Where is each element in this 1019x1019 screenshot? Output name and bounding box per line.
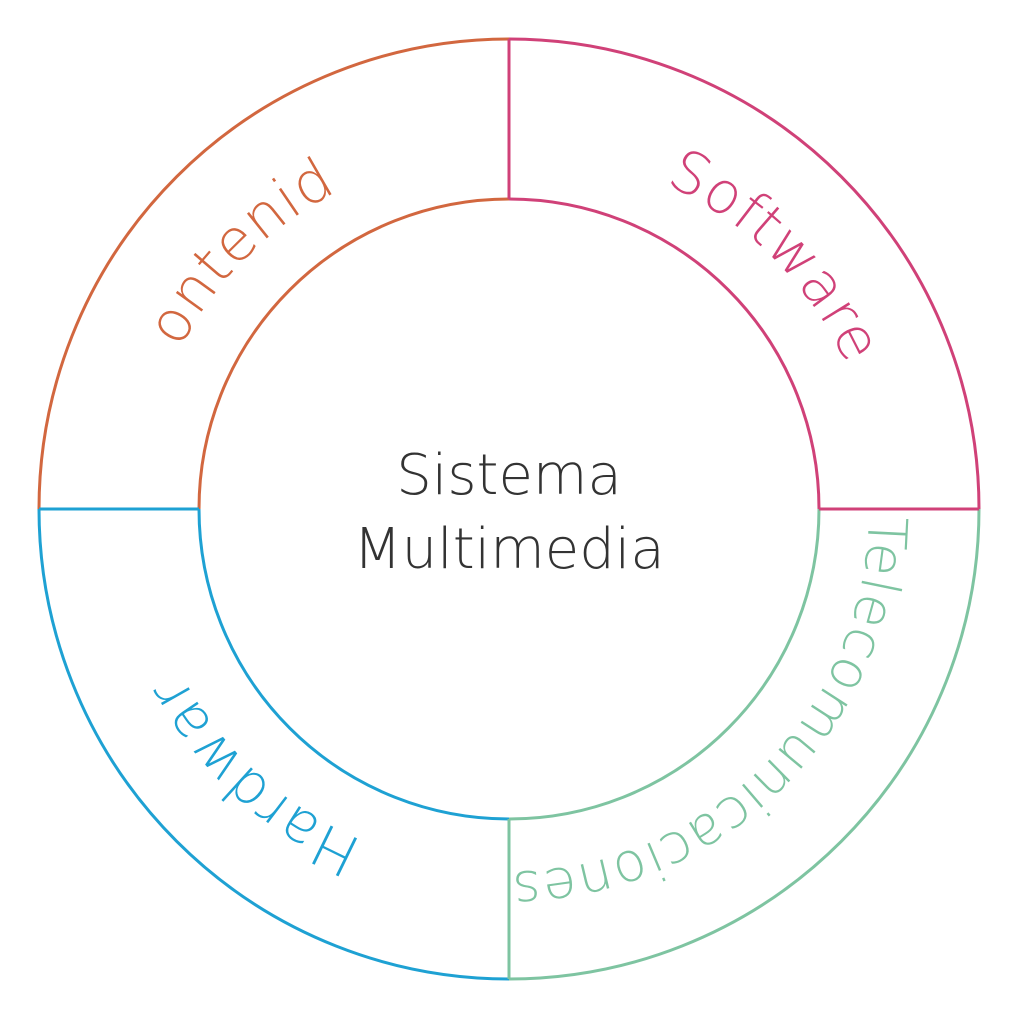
segment-label-contenido: Contenido [0,0,345,356]
segment-label-hardware: Hardware [0,0,369,890]
center-label-line2: Multimedia [353,517,664,582]
inner-arc-hardware [197,508,510,821]
inner-arc-software [508,197,821,510]
segment-label-software: Software [659,135,896,372]
outer-arc-software [508,37,981,510]
inner-arc-telecomunicaciones [508,508,821,821]
center-label-line1: Sistema [396,443,622,508]
outer-arc-hardware [37,508,510,981]
outer-arc-contenido [37,37,510,510]
outer-arc-telecomunicaciones [508,508,981,981]
inner-arc-contenido [197,197,510,510]
